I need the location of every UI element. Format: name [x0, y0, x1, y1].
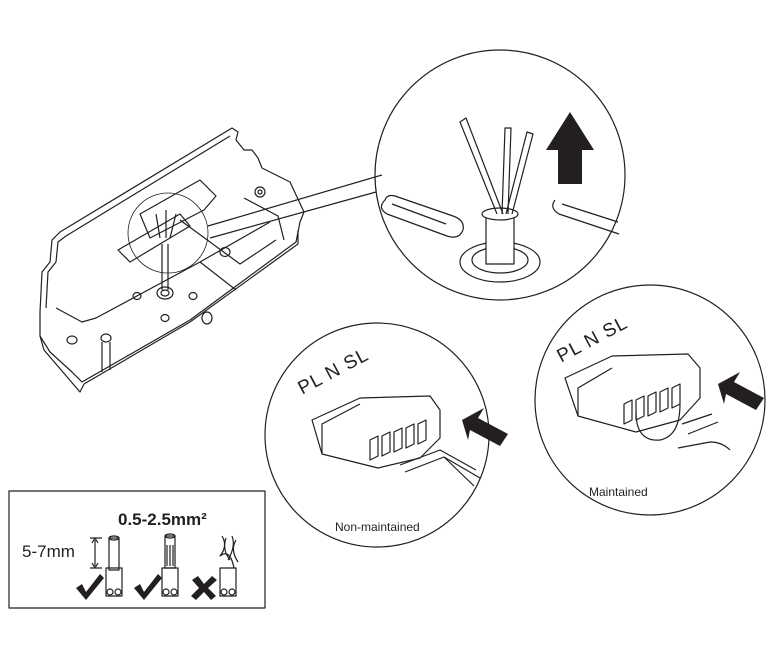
arrow-insert-icon	[462, 408, 508, 446]
wire-spec-box	[8, 490, 266, 609]
leader-line	[207, 174, 383, 227]
arrow-insert-icon	[718, 372, 764, 410]
zoom-circle-non-maintained	[264, 322, 490, 548]
leader-line	[209, 191, 377, 239]
ferrule-frayed	[219, 535, 239, 597]
check-icon	[134, 574, 162, 600]
ferrule-solid	[105, 535, 123, 597]
luminaire-housing	[39, 127, 305, 393]
caption-maintained: Maintained	[589, 485, 648, 499]
check-icon	[76, 574, 104, 600]
zoom-circle-cable-entry	[374, 49, 626, 301]
arrow-up-icon	[546, 112, 594, 184]
caption-non-maintained: Non-maintained	[335, 520, 420, 534]
cross-icon	[191, 576, 217, 600]
strip-length: 5-7mm	[22, 542, 75, 561]
strip-length-dimension	[90, 537, 102, 569]
ferrule-stranded	[161, 533, 179, 597]
wire-cross-section: 0.5-2.5mm²	[118, 510, 207, 529]
zoom-circle-maintained	[534, 284, 766, 516]
